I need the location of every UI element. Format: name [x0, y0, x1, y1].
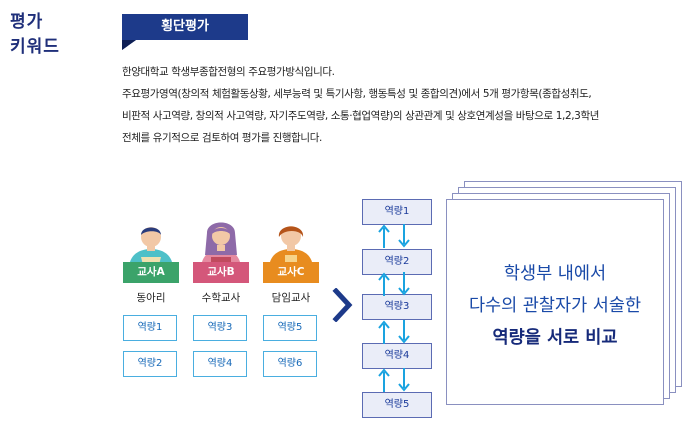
- description-line: 전체를 유기적으로 검토하여 평가를 진행합니다.: [122, 132, 322, 144]
- ribbon-banner: [122, 14, 248, 50]
- paper-text: 학생부 내에서 다수의 관찰자가 서술한 역량을 서로 비교: [447, 258, 663, 354]
- up-down-arrows-icon: [378, 368, 410, 392]
- chain-competency-4: 역량4: [362, 343, 432, 369]
- paper-text-line: 역량을 서로 비교: [492, 328, 618, 348]
- chain-competency-1: 역량1: [362, 199, 432, 225]
- teacher-a-tag: 교사A: [123, 262, 179, 283]
- chain-competency-5: 역량5: [362, 392, 432, 418]
- teacher-c-competency-2: 역량6: [263, 351, 317, 377]
- chevron-right-icon: [332, 288, 353, 322]
- paper-sheet-front: [446, 199, 664, 405]
- keyword-line-2: 키워드: [10, 37, 60, 57]
- up-down-arrows-icon: [378, 224, 410, 248]
- teacher-a-competency-2: 역량2: [123, 351, 177, 377]
- keyword-line-1: 평가: [10, 12, 44, 32]
- teacher-b-tag: 교사B: [193, 262, 249, 283]
- teacher-b-competency-1: 역량3: [193, 315, 247, 341]
- teacher-a-role: 동아리: [136, 292, 166, 304]
- up-down-arrows-icon: [378, 320, 410, 344]
- description-line: 주요평가영역(창의적 체험활동상황, 세부능력 및 특기사항, 행동특성 및 종…: [122, 88, 592, 100]
- description-line: 한양대학교 학생부종합전형의 주요평가방식입니다.: [122, 66, 335, 78]
- teacher-c-tag: 교사C: [263, 262, 319, 283]
- description-line: 비판적 사고역량, 창의적 사고역량, 자기주도역량, 소통·협업역량)의 상관…: [122, 110, 599, 122]
- description: 한양대학교 학생부종합전형의 주요평가방식입니다. 주요평가영역(창의적 체험활…: [122, 61, 682, 149]
- teacher-b-competency-2: 역량4: [193, 351, 247, 377]
- chain-competency-2: 역량2: [362, 249, 432, 275]
- teacher-c-competency-1: 역량5: [263, 315, 317, 341]
- teacher-a-competency-1: 역량1: [123, 315, 177, 341]
- teacher-b-role: 수학교사: [201, 292, 241, 304]
- paper-text-line: 다수의 관찰자가 서술한: [468, 296, 642, 316]
- chain-competency-3: 역량3: [362, 294, 432, 320]
- keyword-heading: 평가 키워드: [10, 10, 60, 60]
- teacher-c-role: 담임교사: [271, 292, 311, 304]
- up-down-arrows-icon: [378, 272, 410, 296]
- paper-text-line: 학생부 내에서: [503, 264, 607, 284]
- ribbon-label: 횡단평가: [161, 19, 209, 34]
